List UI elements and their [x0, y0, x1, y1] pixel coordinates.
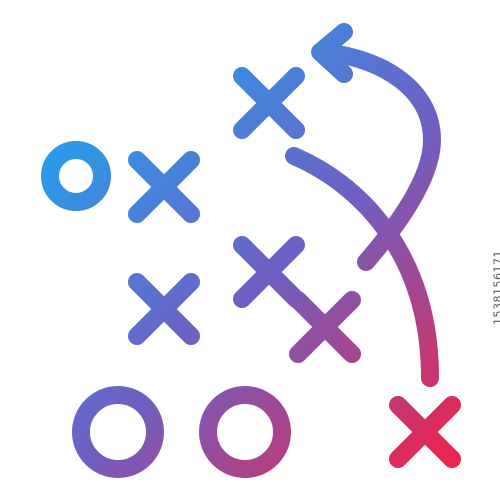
player-o-bottom-middle	[208, 395, 282, 469]
player-x-bottom-right	[398, 405, 452, 459]
player-o-left	[50, 150, 102, 202]
player-x-lower-left	[137, 282, 191, 336]
player-o-bottom-left	[81, 395, 155, 469]
player-x-center-right	[298, 300, 352, 354]
player-x-middle-left	[137, 160, 191, 214]
player-x-center	[242, 245, 296, 299]
watermark-id: 1538156171	[492, 250, 500, 325]
player-x-top	[242, 76, 296, 130]
